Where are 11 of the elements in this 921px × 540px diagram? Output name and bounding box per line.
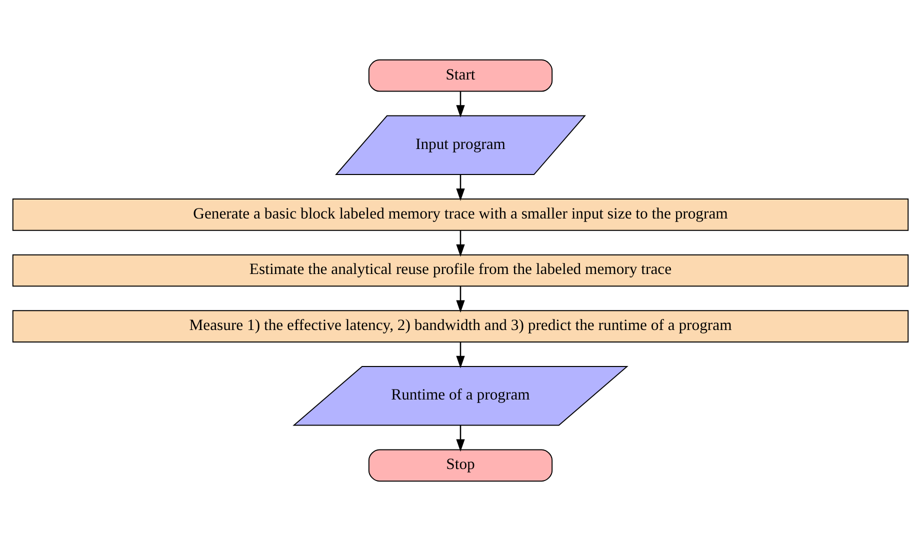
arrow bbox=[456, 174, 465, 200]
arrow bbox=[456, 342, 465, 368]
arrow bbox=[456, 230, 465, 256]
arrow bbox=[456, 286, 465, 312]
node-box: Generate a basic block labeled memory trace with a smaller input size to the program bbox=[12, 198, 909, 230]
arrow bbox=[456, 425, 465, 452]
node-box: Stop bbox=[368, 448, 553, 482]
node-box: Estimate the analytical reuse profile from the labeled memory trace bbox=[12, 254, 909, 286]
node-box: Start bbox=[368, 58, 553, 92]
arrow bbox=[456, 91, 465, 118]
node-box: Measure 1) the effective latency, 2) bandwidth and 3) predict the runtime of a program bbox=[12, 310, 909, 342]
